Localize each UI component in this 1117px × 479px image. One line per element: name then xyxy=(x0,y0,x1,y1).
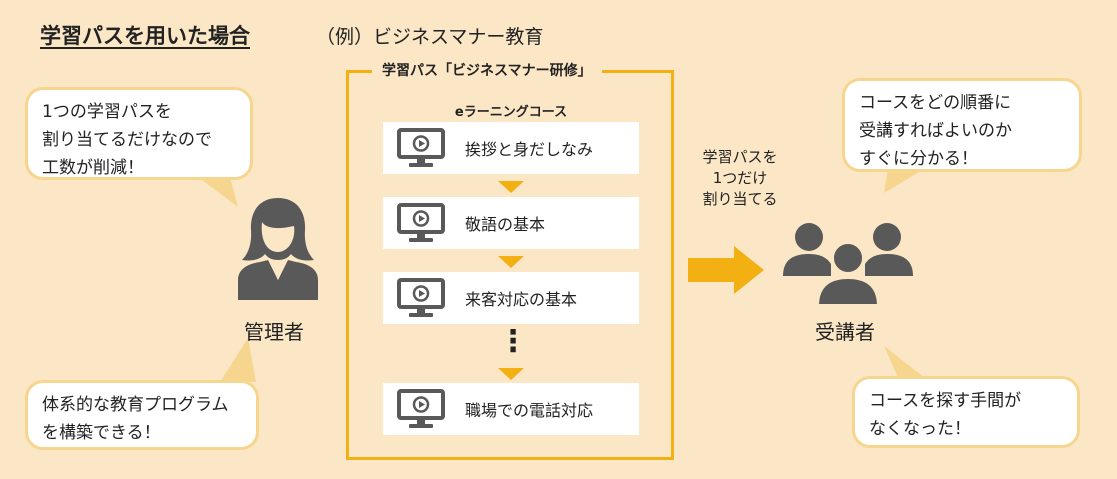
learner-benefit-bubble-top: コースをどの順番に 受講すればよいのか すぐに分かる！ xyxy=(842,78,1082,172)
video-monitor-icon xyxy=(397,128,445,167)
bubble-line: すぐに分かる！ xyxy=(859,149,978,169)
learner-benefit-bubble-bottom: コースを探す手間が なくなった！ xyxy=(852,376,1080,448)
course-card: 職場での電話対応 xyxy=(383,383,639,435)
bubble-line: 受講すればよいのか xyxy=(859,121,1012,141)
bubble-tail xyxy=(198,177,238,207)
bubble-line: なくなった！ xyxy=(869,419,971,439)
course-title: 挨拶と身だしなみ xyxy=(465,140,594,159)
bubble-line: を構築できる！ xyxy=(42,423,161,443)
video-monitor-icon xyxy=(397,203,445,242)
assign-line: 割り当てる xyxy=(702,190,778,208)
bubble-tail xyxy=(884,169,924,193)
bubble-line: 工数が削減！ xyxy=(42,158,144,178)
course-title: 職場での電話対応 xyxy=(465,401,594,420)
admin-benefit-bubble-top: 1つの学習パスを 割り当てるだけなので 工数が削減！ xyxy=(25,87,253,180)
bubble-tail xyxy=(220,338,256,382)
bubble-tail xyxy=(884,346,930,382)
bubble-line: 体系的な教育プログラム xyxy=(42,395,229,415)
assign-caption: 学習パスを 1つだけ 割り当てる xyxy=(690,147,790,210)
bubble-line: コースを探す手間が xyxy=(869,391,1022,411)
video-monitor-icon xyxy=(397,278,445,317)
assign-arrow-right xyxy=(688,246,764,294)
role-label-admin: 管理者 xyxy=(244,320,304,344)
course-list-header: eラーニングコース xyxy=(454,105,568,120)
vertical-ellipsis: ⋮ xyxy=(498,324,528,359)
course-title: 来客対応の基本 xyxy=(465,290,578,309)
learning-path-label: 学習パス「ビジネスマナー研修」 xyxy=(372,60,602,80)
video-monitor-icon xyxy=(397,389,445,428)
role-label-learner: 受講者 xyxy=(815,320,875,344)
admin-benefit-bubble-bottom: 体系的な教育プログラム を構築できる！ xyxy=(25,380,259,450)
course-card: 敬語の基本 xyxy=(383,197,639,249)
administrator-icon xyxy=(238,198,318,300)
bubble-line: 割り当てるだけなので xyxy=(42,130,212,150)
page-title: 学習パスを用いた場合 xyxy=(40,24,250,48)
page-subtitle: （例）ビジネスマナー教育 xyxy=(316,26,544,48)
flow-arrow-down xyxy=(498,256,524,268)
assign-line: 1つだけ xyxy=(712,169,768,187)
course-card: 来客対応の基本 xyxy=(383,272,639,324)
course-card: 挨拶と身だしなみ xyxy=(383,122,639,174)
bubble-line: コースをどの順番に xyxy=(859,93,1012,113)
learner-group-icon xyxy=(783,223,913,306)
flow-arrow-down xyxy=(498,368,524,380)
bubble-line: 1つの学習パスを xyxy=(42,102,172,122)
assign-line: 学習パスを xyxy=(702,148,778,166)
course-title: 敬語の基本 xyxy=(465,215,546,234)
flow-arrow-down xyxy=(498,181,524,193)
